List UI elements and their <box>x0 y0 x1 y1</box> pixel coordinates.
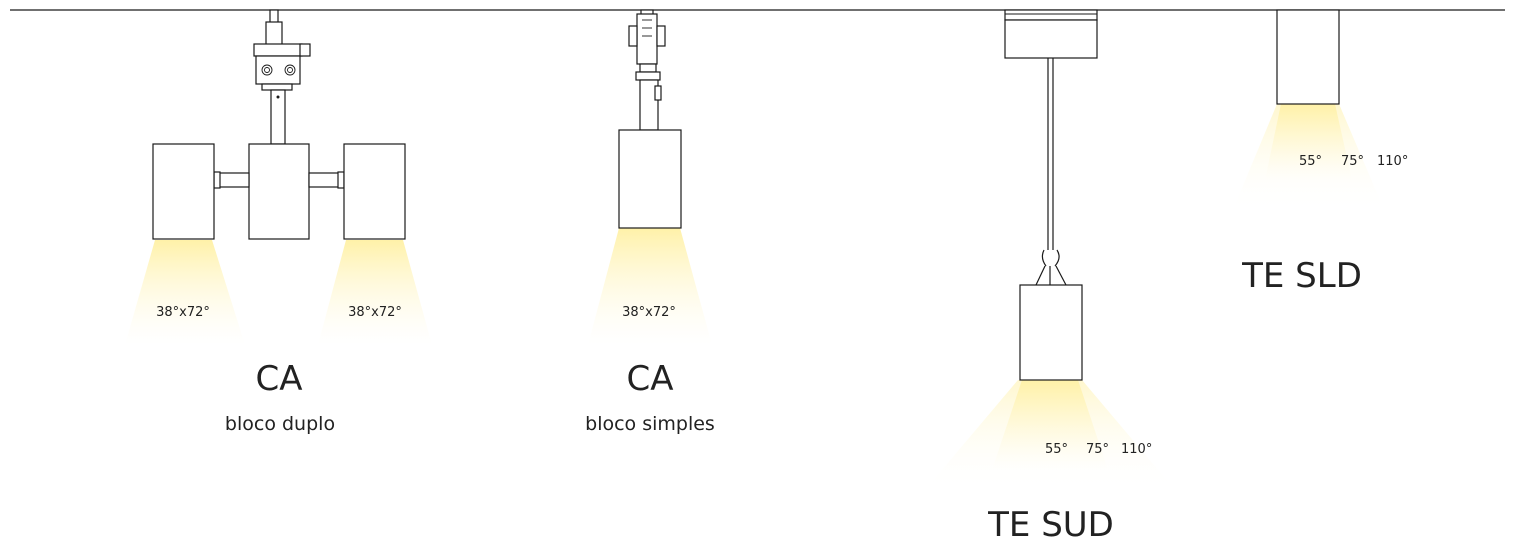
luminaire-title: CA <box>627 359 674 399</box>
luminaire-title: CA <box>256 359 303 399</box>
luminaire-title: TE SLD <box>1241 256 1362 296</box>
light-beam-narrow <box>1265 104 1352 180</box>
beam-angle-label: 55° <box>1045 442 1068 457</box>
beam-angle-label: 75° <box>1086 442 1109 457</box>
ca-double-block-luminaire <box>125 9 432 345</box>
luminaire-subtitle: bloco duplo <box>225 413 335 435</box>
beam-angle-label: 55° <box>1299 154 1322 169</box>
beam-angle-label: 38°x72° <box>156 305 210 320</box>
light-beam <box>588 228 712 345</box>
ca-single-block-luminaire <box>588 9 712 345</box>
luminaire-subtitle: bloco simples <box>585 413 715 435</box>
te-sud-suspended-luminaire <box>925 9 1175 490</box>
beam-angle-label: 38°x72° <box>348 305 402 320</box>
light-beam-narrow <box>992 380 1108 470</box>
beam-angle-label: 110° <box>1377 154 1408 169</box>
beam-angle-label: 75° <box>1341 154 1364 169</box>
beam-angle-label: 110° <box>1121 442 1152 457</box>
light-beam-right <box>318 240 432 345</box>
te-sld-surface-luminaire <box>1232 9 1385 212</box>
luminaire-title: TE SUD <box>987 505 1114 541</box>
beam-angle-label: 38°x72° <box>622 305 676 320</box>
light-beam-left <box>125 240 245 345</box>
